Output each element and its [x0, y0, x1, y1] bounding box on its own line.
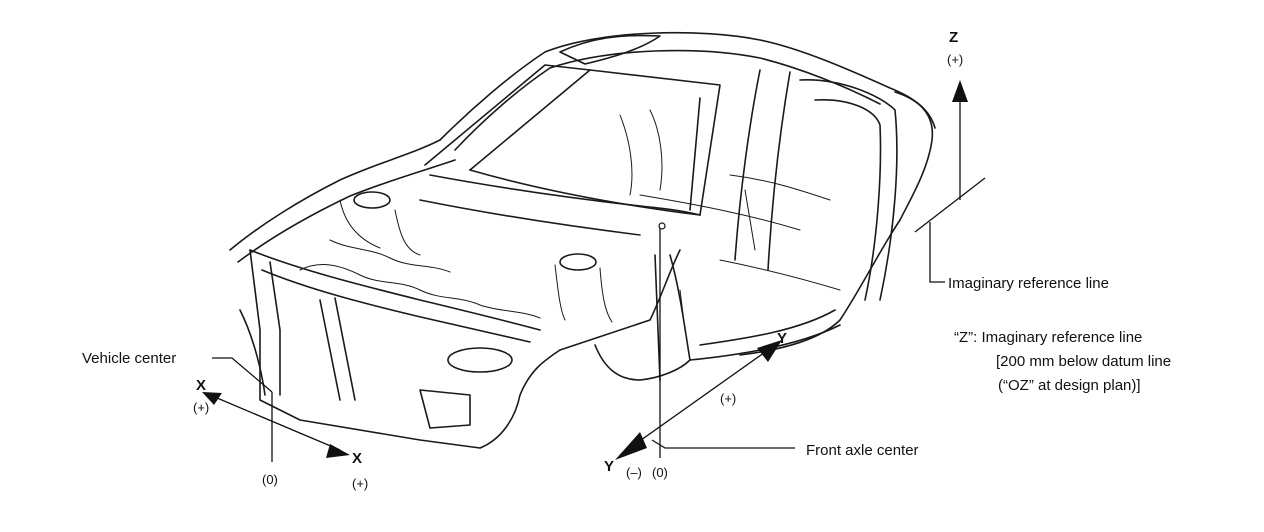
y-axis-minus-sign: (–) [626, 465, 642, 480]
axis-labels: Z (+) X (+) X (+) (0) Y (+) Y (–) (0) [193, 29, 963, 491]
callout-labels: Vehicle center Front axle center Imagina… [82, 275, 1109, 459]
z-axis-positive-sign: (+) [947, 52, 963, 67]
note-line-3: (“OZ” at design plan)] [998, 377, 1141, 394]
y-axis-plus-sign: (+) [720, 391, 736, 406]
y-axis-top-label: Y [777, 330, 787, 347]
vehicle-center-label: Vehicle center [82, 350, 176, 367]
reference-note: “Z”: Imaginary reference line [200 mm be… [954, 329, 1171, 394]
x-axis-top-label: X [196, 377, 206, 394]
axis-reference-lines [202, 80, 986, 462]
y-axis-bottom-label: Y [604, 458, 614, 475]
note-line-1: “Z”: Imaginary reference line [954, 329, 1142, 346]
x-axis-bottom-sign: (+) [352, 476, 368, 491]
imaginary-reference-line-label: Imaginary reference line [948, 275, 1109, 292]
front-axle-center-label: Front axle center [806, 442, 919, 459]
x-axis-top-sign: (+) [193, 400, 209, 415]
note-line-2: [200 mm below datum line [996, 353, 1171, 370]
vehicle-body-shell-illustration [229, 31, 936, 449]
z-axis-label: Z [949, 29, 958, 46]
x-axis-zero: (0) [262, 472, 278, 487]
x-axis-bottom-label: X [352, 450, 362, 467]
y-axis-zero: (0) [652, 465, 668, 480]
